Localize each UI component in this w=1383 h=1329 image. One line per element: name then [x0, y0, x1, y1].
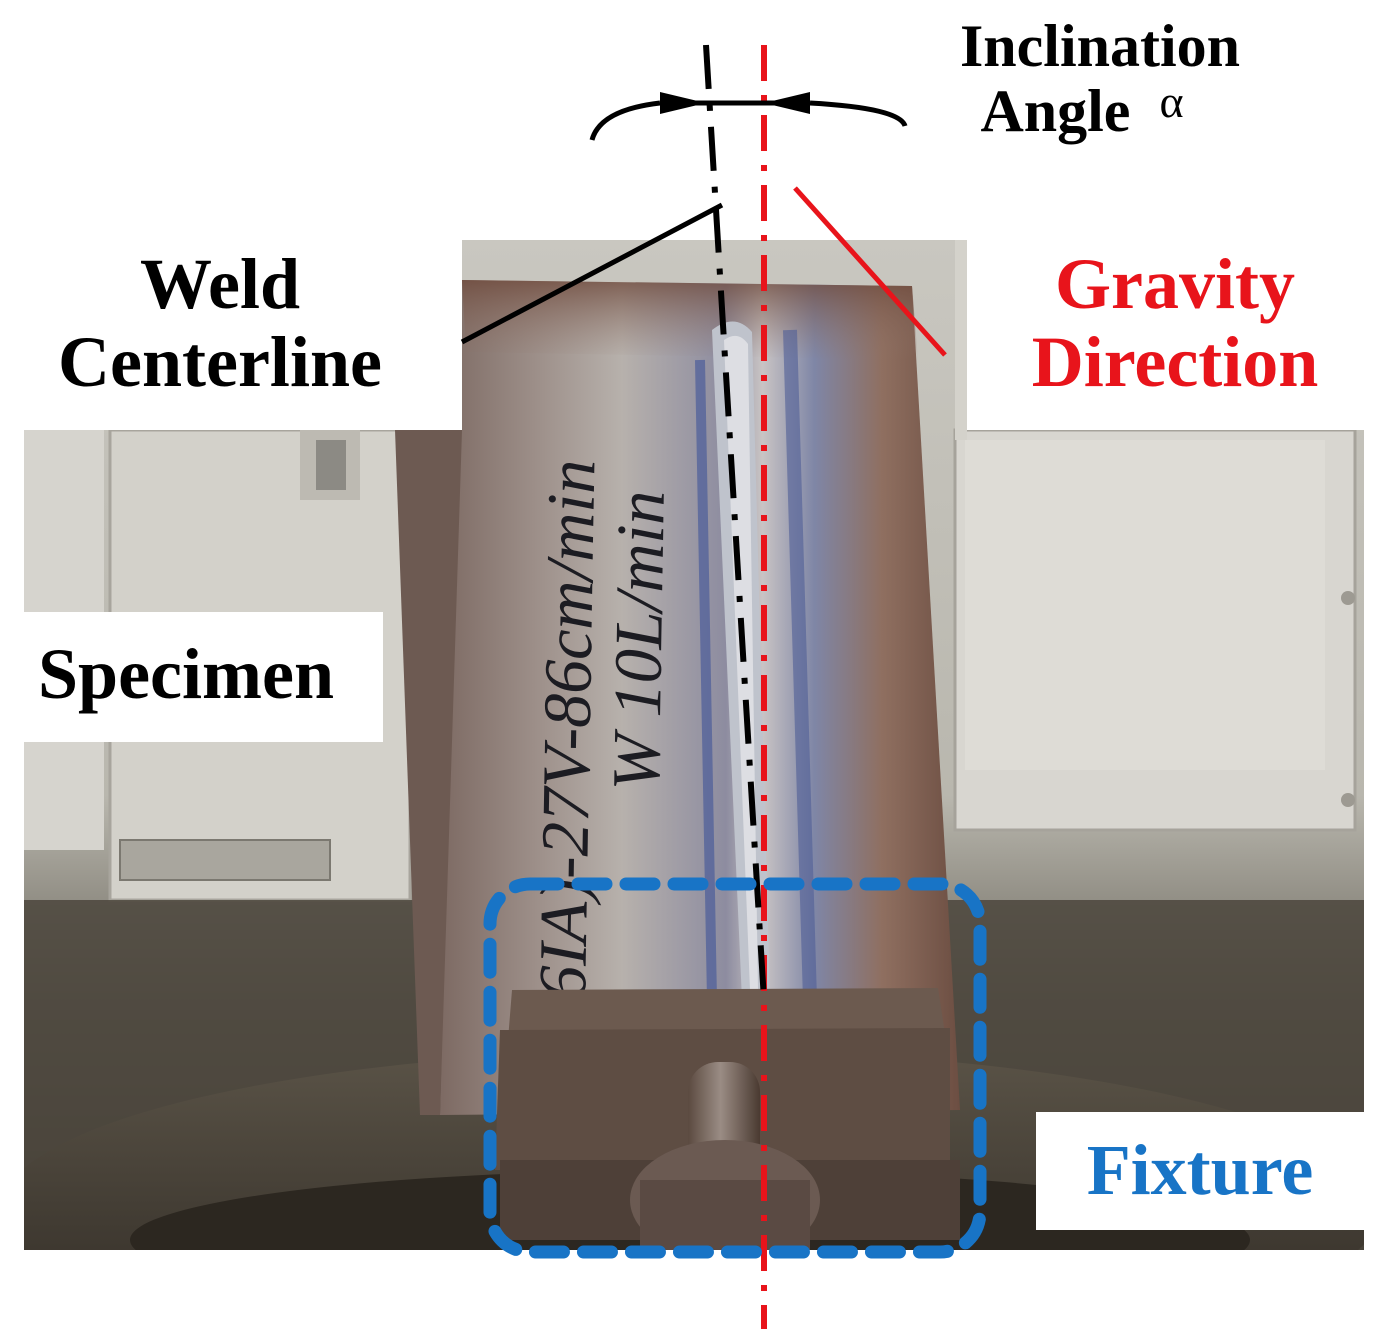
specimen-marking-line1: 6IA)-27V-86cm/min — [524, 459, 609, 1000]
specimen-label-box — [0, 612, 383, 742]
top-white-band — [0, 0, 1383, 240]
gravity-label-line2: Direction — [1031, 321, 1319, 402]
arrowhead-right-icon — [660, 92, 706, 114]
inclination-label-line2: Angle — [980, 77, 1131, 144]
alpha-symbol: α — [1159, 75, 1184, 127]
left-white-edge — [0, 240, 24, 1250]
inclination-angle-arc — [589, 92, 908, 141]
gravity-label-line1: Gravity — [1055, 244, 1295, 324]
specimen-marking-line2: W 10L/min — [598, 490, 679, 792]
specimen-plate — [395, 280, 960, 1115]
specimen-label: Specimen — [6, 634, 366, 714]
arrowhead-left-icon — [764, 92, 810, 114]
gravity-label-box — [967, 240, 1383, 430]
gravity-direction-label: Gravity Direction — [985, 244, 1365, 402]
bottom-white-band — [0, 1250, 1383, 1329]
right-white-edge — [1364, 430, 1383, 1250]
weld-label-box — [0, 240, 462, 430]
weld-label-line2: Centerline — [58, 321, 382, 402]
fixture-outline-box — [483, 877, 987, 1259]
inclination-label-line1: Inclination — [959, 13, 1241, 79]
specimen-marking: 6IA)-27V-86cm/min W 10L/min — [524, 459, 679, 1000]
weld-centerline-label: Weld Centerline — [20, 244, 420, 402]
inclination-angle-label: Inclination Angle α — [920, 14, 1280, 144]
gravity-leader-line — [793, 186, 947, 357]
weld-leader-line — [460, 202, 724, 345]
fixture-label: Fixture — [1050, 1130, 1350, 1210]
fixture-label-text: Fixture — [1086, 1130, 1314, 1210]
fixture-vise — [495, 988, 960, 1260]
fixture-label-box — [1036, 1112, 1366, 1230]
weld-label-line1: Weld — [139, 244, 301, 324]
specimen-label-text: Specimen — [38, 634, 334, 714]
inclination-label-line2-row: Angle α — [902, 75, 1262, 144]
